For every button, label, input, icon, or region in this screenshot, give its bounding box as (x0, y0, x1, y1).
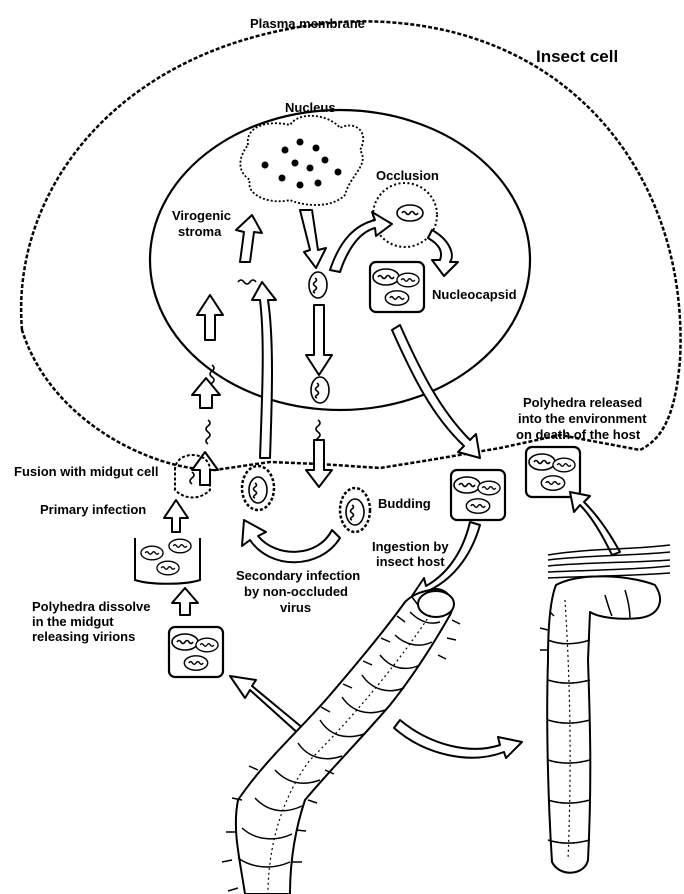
label-polyhedra-released-3: on death of the host (516, 427, 641, 442)
secondary-infection-bud (242, 466, 274, 510)
polyhedron-released (526, 447, 580, 497)
label-budding: Budding (378, 496, 431, 511)
label-dissolve-3: releasing virions (32, 629, 135, 644)
nucleocapsid-squiggle-4 (206, 420, 210, 444)
label-ingestion-2: insect host (376, 554, 445, 569)
label-nucleocapsid: Nucleocapsid (432, 287, 517, 302)
dead-larva (540, 545, 670, 873)
secondary-infection-arrow (242, 520, 340, 562)
label-primary-infection: Primary infection (40, 502, 146, 517)
label-polyhedra-released-1: Polyhedra released (523, 395, 642, 410)
nucleocapsid-squiggle-1 (238, 280, 256, 284)
nucleocapsid-box (370, 262, 424, 312)
label-virogenic-2: stroma (178, 224, 222, 239)
label-dissolve-2: in the midgut (32, 614, 114, 629)
label-plasma-membrane: Plasma membrane (250, 16, 365, 31)
release-arrow (570, 492, 620, 555)
label-secondary-3: virus (280, 600, 311, 615)
label-secondary-2: by non-occluded (244, 584, 348, 599)
label-polyhedra-released-2: into the environment (518, 411, 647, 426)
larva-to-polyhedron-arrow (230, 676, 304, 735)
polyhedron-ingested (451, 470, 505, 520)
virogenic-stroma (240, 116, 363, 205)
label-insect-cell: Insect cell (536, 47, 618, 66)
dissolve-arrow (172, 588, 198, 615)
virion-nucleus-2 (311, 377, 329, 403)
larva-to-dead-larva-arrow (394, 720, 522, 758)
label-fusion: Fusion with midgut cell (14, 464, 158, 479)
label-nucleus: Nucleus (285, 100, 336, 115)
label-ingestion-1: Ingestion by (372, 539, 449, 554)
cell-arrows (192, 210, 480, 487)
polyhedron-dissolving (169, 627, 223, 677)
budding-site (340, 488, 370, 532)
primary-infection-arrow (164, 500, 188, 532)
label-virogenic-1: Virogenic (172, 208, 231, 223)
midgut-cup (135, 538, 200, 584)
label-dissolve-1: Polyhedra dissolve (32, 599, 151, 614)
label-secondary-1: Secondary infection (236, 568, 360, 583)
virion-nucleus (309, 272, 327, 298)
label-occlusion: Occlusion (376, 168, 439, 183)
